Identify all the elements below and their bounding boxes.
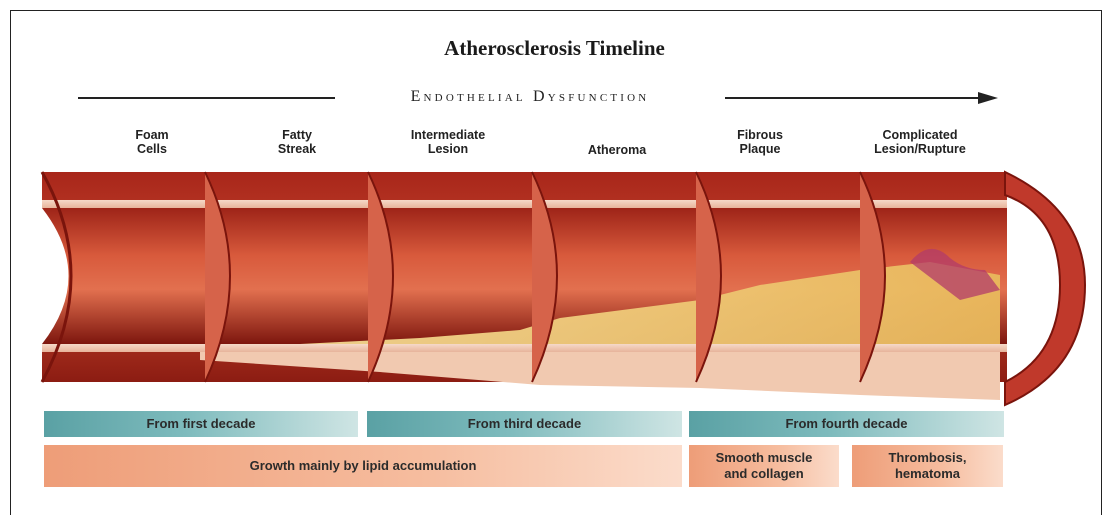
bar-label: From fourth decade [785, 416, 907, 432]
bar-label: From first decade [146, 416, 255, 432]
bar-third-decade: From third decade [367, 411, 682, 437]
bar-label: and collagen [724, 466, 803, 482]
bar-label: Growth mainly by lipid accumulation [250, 458, 477, 474]
bar-fourth-decade: From fourth decade [689, 411, 1004, 437]
bar-thrombosis: Thrombosis, hematoma [852, 445, 1003, 487]
bar-label: Smooth muscle [716, 450, 813, 466]
bar-first-decade: From first decade [44, 411, 358, 437]
bar-lipid-growth: Growth mainly by lipid accumulation [44, 445, 682, 487]
bar-label: Thrombosis, [888, 450, 966, 466]
bar-label: From third decade [468, 416, 581, 432]
bar-smooth-muscle: Smooth muscle and collagen [689, 445, 839, 487]
artery-end-cap [1005, 172, 1085, 405]
bar-label: hematoma [895, 466, 960, 482]
